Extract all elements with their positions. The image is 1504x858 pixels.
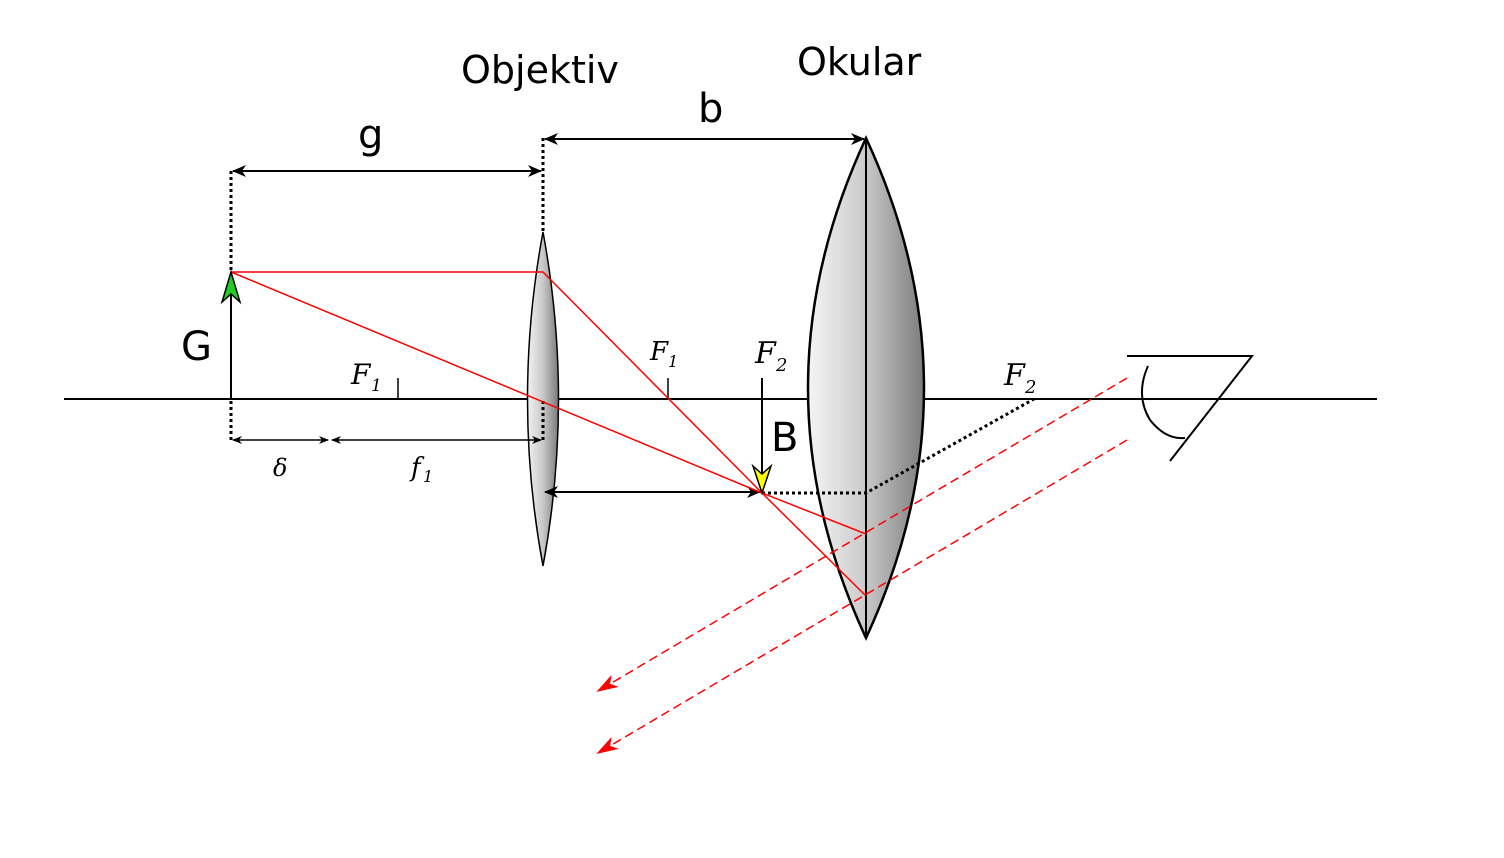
exit-rays xyxy=(596,377,1128,755)
svg-text:F: F xyxy=(754,336,777,371)
svg-text:1: 1 xyxy=(371,376,382,396)
svg-text:F: F xyxy=(649,337,669,367)
b-label: b xyxy=(698,86,723,132)
svg-text:2: 2 xyxy=(1024,377,1036,398)
F1-right-label: F 1 xyxy=(649,337,678,371)
g-label: g xyxy=(358,112,383,158)
objective-lens xyxy=(526,231,560,567)
okular-label: Okular xyxy=(797,40,922,84)
object-arrow xyxy=(220,269,242,399)
image-dotted-line xyxy=(762,397,1035,495)
svg-text:1: 1 xyxy=(668,352,678,371)
svg-text:F: F xyxy=(350,358,372,391)
G-label: G xyxy=(181,324,212,370)
svg-text:F: F xyxy=(1003,358,1026,393)
F1-left-label: F 1 xyxy=(350,358,382,396)
F2-right-label: F 2 xyxy=(1003,358,1036,398)
eyepiece-lens xyxy=(806,135,926,641)
f1-distance-label: f 1 xyxy=(409,453,433,486)
objektiv-label: Objektiv xyxy=(461,48,619,92)
B-label: B xyxy=(771,415,798,461)
delta-label: δ xyxy=(273,454,287,482)
image-arrow xyxy=(751,378,773,496)
svg-text:1: 1 xyxy=(423,467,433,486)
eye-icon xyxy=(1127,355,1255,462)
svg-text:2: 2 xyxy=(775,355,787,376)
F2-mid-label: F 2 xyxy=(754,336,787,376)
